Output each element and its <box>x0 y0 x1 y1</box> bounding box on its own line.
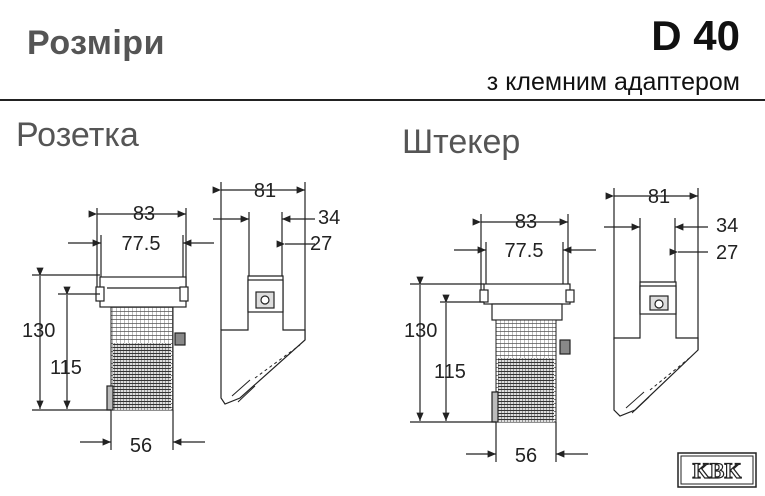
plug-dim-34: 34 <box>716 215 738 237</box>
socket-side-view <box>212 182 315 405</box>
socket-dim-34: 34 <box>318 207 340 229</box>
socket-dim-77-5: 77.5 <box>122 233 161 255</box>
plug-front-view <box>410 214 596 462</box>
socket-dim-27: 27 <box>310 233 332 255</box>
section-plug-label: Штекер <box>402 123 521 161</box>
plug-dim-27: 27 <box>716 242 738 264</box>
socket-dim-130: 130 <box>22 320 55 342</box>
plug-dim-81: 81 <box>648 186 670 208</box>
plug-dim-56: 56 <box>515 445 537 467</box>
socket-dim-56: 56 <box>130 435 152 457</box>
plug-dim-83: 83 <box>515 211 537 233</box>
logo-text: KBK <box>693 458 742 483</box>
header-divider <box>0 99 765 101</box>
model-name: D 40 <box>651 12 740 59</box>
model-subtitle: з клемним адаптером <box>486 68 740 96</box>
socket-front-view <box>32 208 214 450</box>
plug-dim-115: 115 <box>434 361 466 383</box>
socket-dim-115: 115 <box>50 357 82 379</box>
kbk-logo: KBK <box>677 452 757 488</box>
page-title: Розміри <box>27 24 165 62</box>
socket-dim-81: 81 <box>254 180 276 202</box>
plug-dim-77-5: 77.5 <box>505 240 544 262</box>
plug-side-view <box>604 188 708 417</box>
section-socket-label: Розетка <box>16 116 139 154</box>
socket-dim-83: 83 <box>133 203 155 225</box>
plug-dim-130: 130 <box>404 320 437 342</box>
